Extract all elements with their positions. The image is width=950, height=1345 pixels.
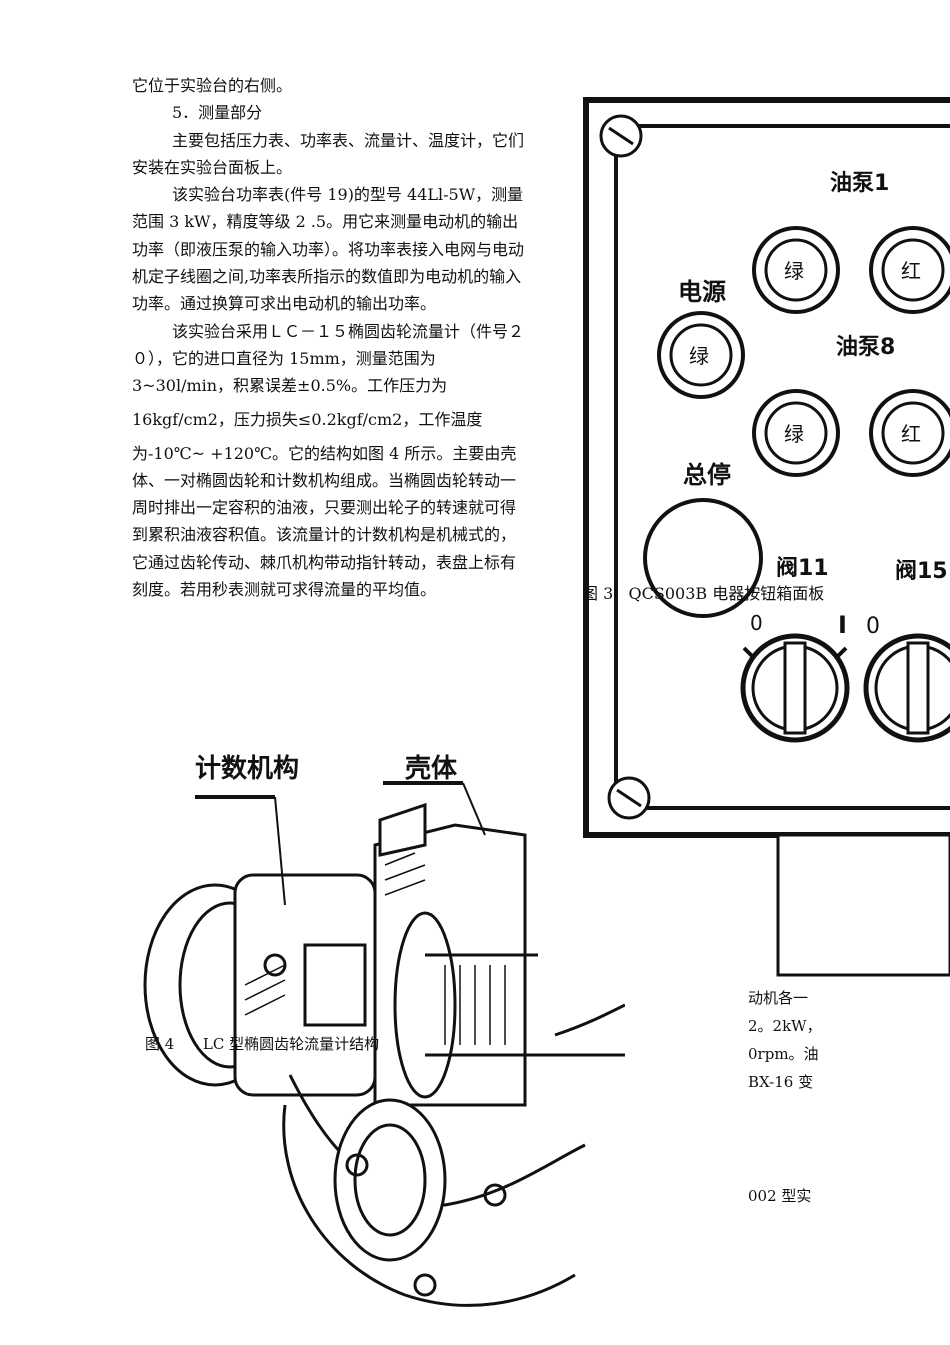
paragraph-2: 该实验台功率表(件号 19)的型号 44Ll-5W，测量范围 3 kW，精度等级… xyxy=(132,185,525,314)
label-housing: 壳体 xyxy=(404,754,458,784)
text-fragment-4: BX-16 变 xyxy=(748,1073,814,1091)
label-pump8: 油泵8 xyxy=(836,335,895,360)
valve11-on-mark: I xyxy=(838,611,847,639)
button-box-panel: 油泵1 电源 油泵8 总停 阀11 阀15 绿 红 绿 绿 红 xyxy=(538,88,950,993)
power-green-button: 绿 xyxy=(657,311,745,399)
valve15-off-mark: 0 xyxy=(866,614,880,639)
figure4-caption: 图 4 LC 型椭圆齿轮流量计结构 xyxy=(145,1035,380,1053)
body-text: 它位于实验台的右侧。 5．测量部分 主要包括压力表、功率表、流量计、温度计，它们… xyxy=(132,72,527,603)
label-pump1: 油泵1 xyxy=(830,171,889,196)
paragraph-3a: 该实验台采用ＬＣ－１５椭圆齿轮流量计（件号２０），它的进口直径为 15mm，测量… xyxy=(132,321,525,396)
label-valve11: 阀11 xyxy=(776,556,829,581)
text-fragment-5: 002 型实 xyxy=(748,1187,812,1205)
pump1-red-label: 红 xyxy=(901,259,921,283)
text-fragment-3: 0rpm。油 xyxy=(748,1045,819,1063)
text-line-1: 它位于实验台的右侧。 xyxy=(132,76,293,95)
pump1-red-button: 红 xyxy=(869,226,950,314)
label-stop-all: 总停 xyxy=(683,461,731,489)
pump8-green-label: 绿 xyxy=(784,422,804,446)
valve11-off-mark: 0 xyxy=(750,611,763,635)
text-fragment-2: 2。2kW， xyxy=(748,1017,822,1035)
section-heading: 5．测量部分 xyxy=(172,103,263,123)
stop-all-button xyxy=(643,498,763,618)
label-power: 电源 xyxy=(678,278,726,306)
pump8-green-button: 绿 xyxy=(752,389,840,477)
paragraph-3b: 16kgf/cm2，压力损失≤0.2kgf/cm2，工作温度 xyxy=(132,409,483,429)
label-valve15: 阀15 xyxy=(895,559,948,584)
valve11-rotary-switch: 0 I xyxy=(740,611,850,743)
figure3-caption: 图 3 QCS003B 电器按钮箱面板 xyxy=(582,584,825,603)
flowmeter-drawing: 计数机构 壳体 xyxy=(143,754,625,1307)
paragraph-1: 主要包括压力表、功率表、流量计、温度计，它们安装在实验台面板上。 xyxy=(132,130,525,177)
power-green-label: 绿 xyxy=(689,344,709,368)
pump8-red-label: 红 xyxy=(901,422,921,446)
pump1-green-button: 绿 xyxy=(752,226,840,314)
label-counter: 计数机构 xyxy=(195,754,299,784)
pump8-red-button: 红 xyxy=(869,389,950,477)
paragraph-3c: 为-10℃~ +120℃。它的结构如图 4 所示。主要由壳体、一对椭圆齿轮和计数… xyxy=(132,443,517,600)
pump1-green-label: 绿 xyxy=(784,259,804,283)
text-fragment-1: 动机各一 xyxy=(748,989,809,1007)
valve15-rotary-switch: 0 xyxy=(863,614,950,743)
